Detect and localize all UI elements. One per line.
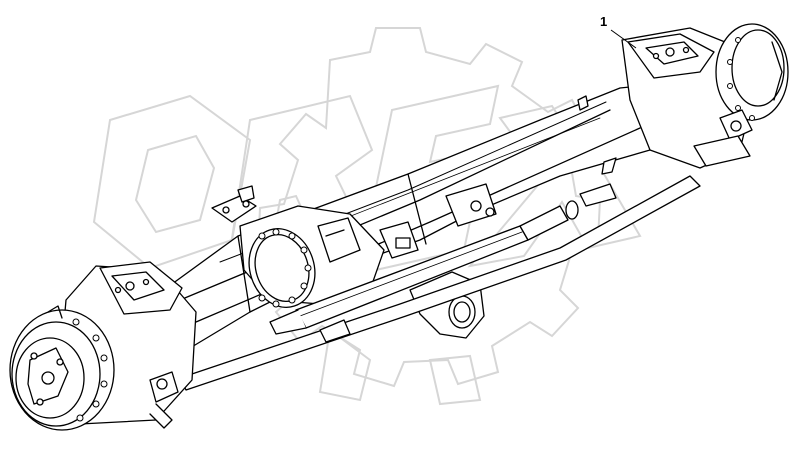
callout-label-1: 1	[600, 14, 608, 29]
callout-leader-1	[610, 29, 637, 49]
right-wheel-hub	[621, 23, 789, 169]
axle-assembly	[9, 23, 789, 431]
left-wheel-hub	[9, 261, 197, 431]
tie-rod	[179, 175, 701, 391]
